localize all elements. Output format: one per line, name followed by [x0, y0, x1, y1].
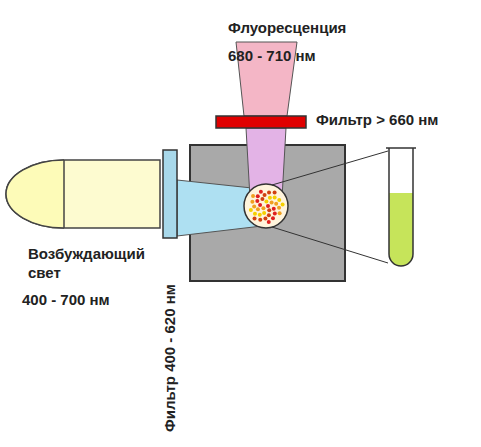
particle [273, 211, 277, 215]
particle [256, 207, 260, 211]
annotation: Фильтр > 660 нм [316, 110, 438, 129]
lamp-edge [63, 160, 65, 228]
particle [251, 194, 255, 198]
particle [271, 216, 275, 220]
lamp-bulb [6, 160, 64, 228]
particle [281, 203, 285, 207]
particle [266, 204, 270, 208]
particle [263, 193, 267, 197]
particle [253, 216, 257, 220]
particle [267, 213, 271, 217]
particle [262, 211, 266, 215]
particle [272, 207, 276, 211]
annotation: 680 - 710 нм [228, 46, 316, 65]
particle [258, 213, 262, 217]
test-tube [389, 148, 413, 266]
particle [274, 202, 278, 206]
lamp [6, 160, 160, 228]
particle [267, 220, 271, 224]
particle [264, 200, 268, 204]
annotation: Флуоресценция [228, 18, 346, 37]
particle [277, 206, 281, 210]
particle [260, 197, 264, 201]
sample-cuvette [244, 184, 288, 228]
particle [273, 191, 277, 195]
particle [270, 200, 274, 204]
particle [252, 204, 256, 208]
tube-liquid [389, 193, 413, 266]
filter-label: Фильтр 400 - 620 нм [160, 284, 179, 432]
particle [249, 208, 253, 212]
annotation: Возбуждающий свет [28, 244, 153, 282]
particle [267, 191, 271, 195]
particle [255, 199, 259, 203]
particle [258, 218, 262, 222]
particle [278, 211, 282, 215]
test-tube-rim [386, 147, 416, 149]
excitation-filter [163, 150, 177, 238]
particle [259, 190, 263, 194]
particle [261, 206, 265, 210]
sample-particles [249, 190, 285, 224]
particle [258, 203, 262, 207]
particle [256, 194, 260, 198]
particle [267, 208, 271, 212]
particle [253, 212, 257, 216]
particle [250, 200, 254, 204]
zoom-line [272, 151, 388, 185]
emission-filter [216, 116, 306, 128]
particle [277, 198, 281, 202]
zoom-line [272, 227, 388, 263]
annotation: 400 - 700 нм [22, 290, 110, 309]
particle [263, 216, 267, 220]
particle [268, 196, 272, 200]
particle [273, 195, 277, 199]
